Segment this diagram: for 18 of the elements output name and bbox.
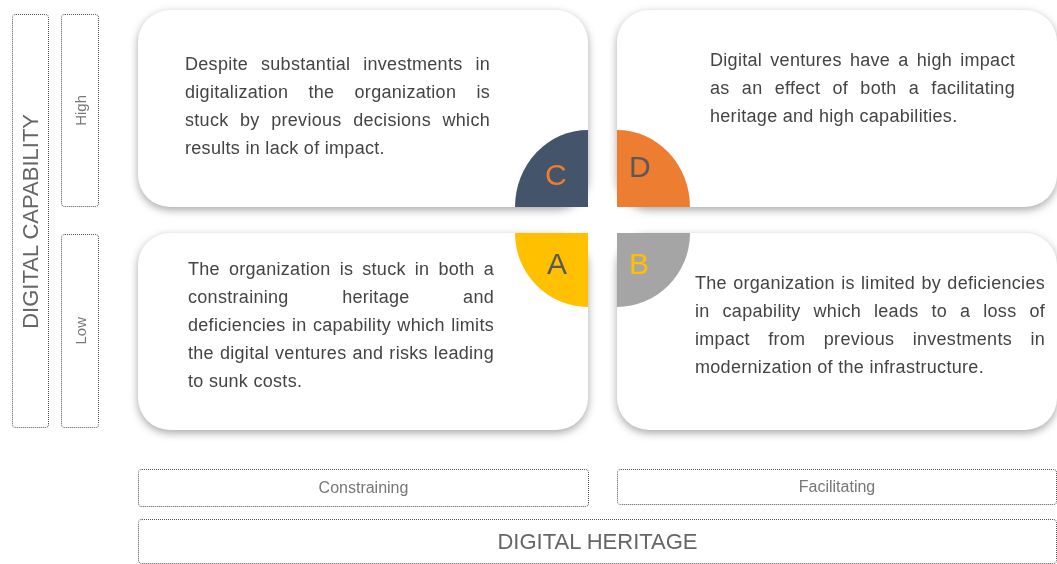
axis-label: DIGITAL CAPABILITY (17, 113, 44, 329)
quadrant-letter: D (629, 152, 651, 182)
quadrant-letter: A (547, 249, 567, 279)
quadrant-description: Despite substantial investments in digitalization the organization is stuck by previous decisions which results in lack of impact. (185, 53, 490, 160)
quadrant-card (617, 10, 1057, 207)
quadrant-card (138, 233, 588, 430)
quadrant-card (138, 10, 588, 207)
axis-label: Low (71, 317, 89, 345)
quadrant-card (617, 233, 1057, 430)
quadrant-description: Digital ventures have a high impact as an effect of both a facilitating heritage and high capabilities. (710, 49, 1015, 128)
axis-label: Facilitating (798, 478, 876, 496)
quadrant-description: The organization is stuck in both a constraining heritage and deficiencies in capability which limits the digital ventures and risks leading to sunk costs. (188, 258, 494, 393)
quadrant-description: The organization is limited by deficiencies in capability which leads to a loss of impact from previous investments in modernization of the infrastructure. (695, 272, 1045, 379)
quadrant-letter: B (629, 249, 649, 279)
axis-label: Constraining (318, 479, 409, 497)
axis-label: DIGITAL HERITAGE (497, 528, 698, 555)
axis-label: High (71, 95, 89, 126)
quadrant-letter: C (545, 160, 567, 190)
